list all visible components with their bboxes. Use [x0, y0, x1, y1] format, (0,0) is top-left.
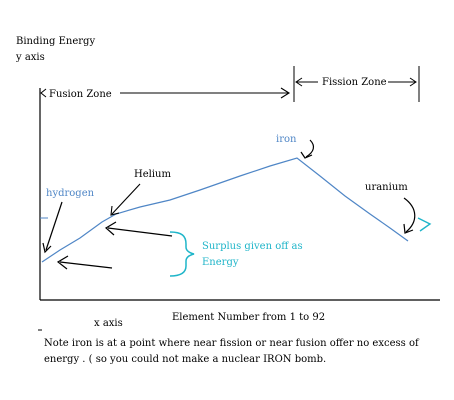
- uranium-arrowhead: [403, 223, 414, 234]
- hydrogen-label: hydrogen: [46, 188, 95, 199]
- x-axis-title: Element Number from 1 to 92: [172, 312, 325, 323]
- surplus-arrow-upper: [107, 227, 173, 237]
- y-axis-label: y axis: [15, 52, 45, 63]
- hydrogen-arrowhead: [42, 242, 52, 254]
- y-axis-title: Binding Energy: [16, 36, 95, 47]
- uranium-accent-mark: [417, 217, 432, 232]
- iron-arrowhead: [300, 151, 313, 159]
- iron-arrow: [305, 139, 315, 158]
- fusion-zone-left-hook: [40, 88, 47, 98]
- surplus-arrowhead-lower: [56, 255, 69, 270]
- note-line-1: Note iron is at a point where near fissi…: [44, 338, 420, 349]
- uranium-label: uranium: [365, 182, 408, 193]
- helium-arrow: [111, 183, 141, 215]
- hydrogen-arrow: [45, 201, 63, 251]
- helium-arrowhead: [110, 205, 120, 216]
- uranium-arrow: [403, 197, 416, 233]
- fusion-zone-arrowhead: [280, 87, 291, 99]
- helium-label: Helium: [134, 169, 171, 180]
- surplus-label-line2: Energy: [202, 257, 239, 268]
- surplus-brace: [169, 231, 195, 277]
- surplus-arrowhead-upper: [104, 221, 117, 236]
- iron-label: iron: [276, 134, 297, 145]
- surplus-label-line1: Surplus given off as: [202, 241, 303, 252]
- surplus-arrow-lower: [59, 261, 113, 269]
- binding-energy-curve: [41, 157, 409, 263]
- x-axis-label: x axis: [94, 318, 123, 329]
- fission-zone-label: Fission Zone: [322, 77, 387, 88]
- fission-zone-arrowhead-left: [295, 77, 303, 87]
- note-line-2: energy . ( so you could not make a nucle…: [44, 354, 326, 365]
- fusion-zone-label: Fusion Zone: [49, 89, 112, 100]
- fission-zone-arrowhead-right: [409, 77, 417, 87]
